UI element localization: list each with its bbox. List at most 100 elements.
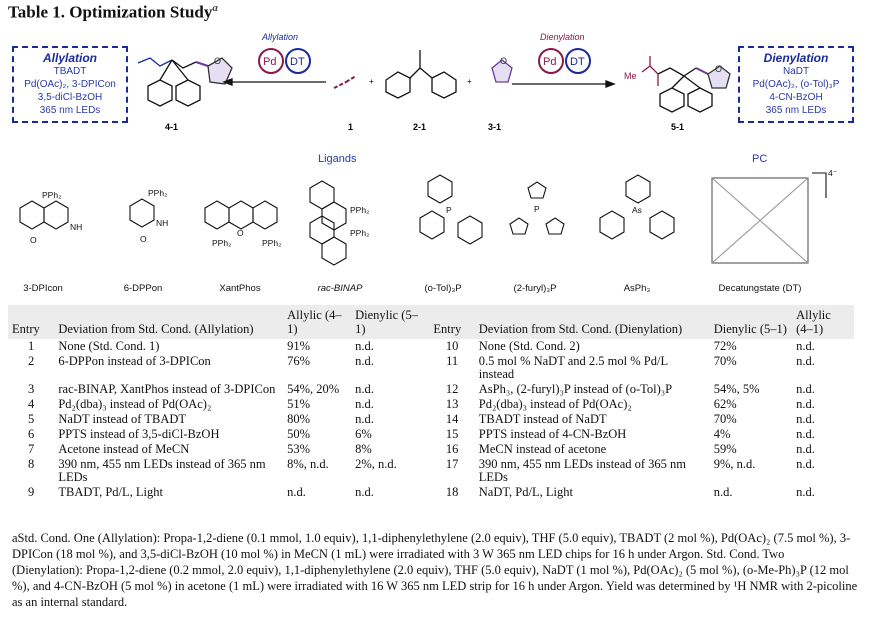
compound-label: 1 — [348, 122, 353, 132]
ligand-name: 6-DPPon — [123, 283, 163, 294]
table-cell: 390 nm, 455 nm LEDs instead of 365 nm LE… — [58, 457, 266, 484]
table-cell: 3 — [28, 382, 35, 396]
table-cell: NaDT, Pd/L, Light — [478, 485, 573, 499]
svg-text:Pd: Pd — [263, 56, 276, 68]
table-cell: TBADT, Pd/L, Light — [58, 485, 163, 499]
table-cell: 6% — [355, 427, 372, 441]
table-row: 6 PPTS instead of 3,5-diCl-BzOH 50% 6% 15 PPT… — [8, 427, 854, 442]
ligand-name: Decatungstate (DT) — [718, 283, 802, 294]
svg-text:O: O — [237, 228, 244, 238]
table-cell: n.d. — [355, 412, 374, 426]
table-cell: 17 — [445, 457, 459, 471]
table-cell: AsPh₃, (2-furyl)₃P instead of (o-Tol)₃P — [478, 382, 673, 396]
table-cell: n.d. — [796, 397, 815, 411]
svg-text:Me: Me — [624, 71, 637, 81]
table-cell: 70% — [713, 354, 737, 368]
table-cell: 8% — [355, 442, 372, 456]
table-cell: 8 — [28, 457, 35, 471]
compound-label: 3-1 — [488, 122, 501, 132]
svg-text:PPh₂: PPh₂ — [262, 238, 281, 248]
table-cell: 54%, 5% — [713, 382, 760, 396]
pc-section-label: PC — [752, 153, 768, 165]
table-cell: 390 nm, 455 nm LEDs instead of 365 nm LE… — [478, 457, 687, 484]
svg-text:O: O — [500, 56, 507, 66]
table-row: 8 390 nm, 455 nm LEDs instead of 365 nm L… — [8, 457, 854, 485]
table-cell: 0.5 mol % NaDT and 2.5 mol % Pd/L instea… — [478, 354, 668, 381]
table-cell: 4 — [28, 397, 35, 411]
table-cell: 54%, 20% — [287, 382, 340, 396]
table-cell: 4% — [713, 427, 731, 441]
table-cell: 15 — [445, 427, 459, 441]
table-cell: 50% — [287, 427, 311, 441]
table-cell: n.d. — [796, 382, 815, 396]
table-cell: MeCN instead of acetone — [478, 442, 607, 456]
compound-label: 4-1 — [165, 122, 178, 132]
table-cell: n.d. — [796, 412, 815, 426]
reaction-scheme: O O O Allylation Dienylation Pd DT Pd DT… — [137, 32, 731, 132]
table-cell: 6 — [28, 427, 35, 441]
table-cell: 7 — [28, 442, 35, 456]
compound-label: 2-1 — [413, 122, 426, 132]
table-cell: n.d. — [796, 442, 815, 456]
ligand-name: XantPhos — [219, 283, 261, 294]
table-cell: 6-DPPon instead of 3-DPICon — [58, 354, 211, 368]
table-title: Table 1. Optimization Studya — [8, 2, 218, 22]
table-cell: PPTS instead of 4-CN-BzOH — [478, 427, 627, 441]
svg-text:NH: NH — [70, 222, 82, 232]
table-cell: n.d. — [355, 339, 374, 353]
svg-text:PPh₂: PPh₂ — [350, 228, 369, 238]
svg-text:4⁻: 4⁻ — [828, 168, 838, 178]
table-cell: 76% — [287, 354, 311, 368]
table-cell: None (Std. Cond. 1) — [58, 339, 160, 353]
dt-cycle-icon — [565, 48, 591, 74]
table-cell: Pd₂(dba)₃ instead of Pd(OAc)₂ — [478, 397, 632, 411]
table-cell: 1 — [28, 339, 35, 353]
svg-text:O: O — [715, 64, 722, 74]
table-cell: n.d. — [796, 427, 815, 441]
table-cell: 72% — [713, 339, 737, 353]
pd-cycle-icon — [258, 48, 284, 74]
table-cell: 16 — [445, 442, 459, 456]
table-cell: PPTS instead of 3,5-diCl-BzOH — [58, 427, 220, 441]
svg-text:O: O — [140, 234, 147, 244]
table-cell: n.d. — [355, 354, 374, 368]
table-cell: 13 — [445, 397, 459, 411]
ligand-name: AsPh₃ — [623, 283, 651, 294]
svg-text:PPh₂: PPh₂ — [212, 238, 231, 248]
svg-text:PPh₂: PPh₂ — [350, 205, 369, 215]
dt-cycle-icon — [285, 48, 311, 74]
ligands-section-label: Ligands — [318, 153, 357, 165]
ligand-name: rac-BINAP — [317, 283, 363, 294]
svg-text:NH: NH — [156, 218, 168, 228]
svg-text:+: + — [467, 77, 472, 86]
table-cell: 9%, n.d. — [713, 457, 756, 471]
svg-text:O: O — [30, 235, 37, 245]
svg-text:PPh₂: PPh₂ — [148, 188, 167, 198]
table-cell: 2%, n.d. — [355, 457, 397, 471]
ligand-name: (o-Tol)₃P — [424, 283, 462, 294]
table-cell: 18 — [445, 485, 459, 499]
table-cell: 9 — [28, 485, 35, 499]
ligand-name: 3-DPIcon — [23, 283, 63, 294]
svg-text:As: As — [632, 205, 642, 215]
allylation-arrow-label: Allylation — [261, 32, 298, 42]
table-cell: 80% — [287, 412, 311, 426]
dienylation-arrow-label: Dienylation — [540, 32, 585, 42]
svg-text:P: P — [534, 204, 540, 214]
table-cell: n.d. — [713, 485, 733, 499]
table-cell: 14 — [445, 412, 459, 426]
table-cell: n.d. — [355, 397, 374, 411]
table-cell: n.d. — [796, 339, 815, 353]
oxygen-label: O — [214, 56, 221, 66]
svg-text:+: + — [369, 77, 374, 86]
compound-label: 5-1 — [671, 122, 684, 132]
table-cell: 51% — [287, 397, 311, 411]
